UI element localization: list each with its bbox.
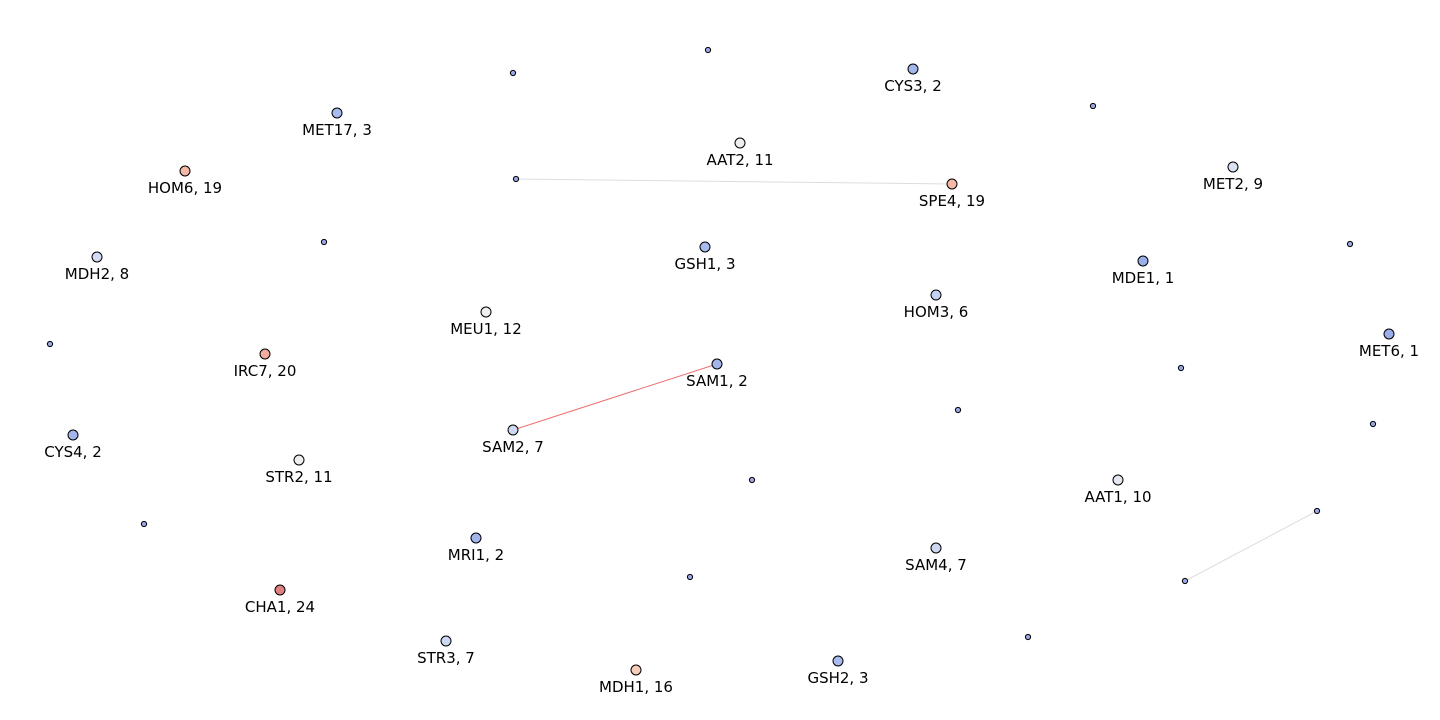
small-node[interactable] — [140, 520, 148, 528]
node-aat1[interactable] — [1112, 474, 1124, 486]
node-mri1[interactable] — [470, 532, 482, 544]
node-label-sam4: SAM4, 7 — [905, 556, 967, 574]
node-label-mdh1: MDH1, 16 — [599, 678, 673, 696]
node-label-sam1: SAM1, 2 — [686, 372, 748, 390]
node-mdh1[interactable] — [630, 664, 642, 676]
node-hom3[interactable] — [930, 289, 942, 301]
nodes-layer — [46, 46, 1395, 676]
node-label-mdh2: MDH2, 8 — [65, 265, 129, 283]
small-node[interactable] — [1177, 364, 1185, 372]
node-label-met17: MET17, 3 — [302, 121, 372, 139]
node-label-met2: MET2, 9 — [1203, 175, 1263, 193]
small-node[interactable] — [1024, 633, 1032, 641]
node-sam1[interactable] — [711, 358, 723, 370]
node-cys3[interactable] — [907, 63, 919, 75]
node-label-str3: STR3, 7 — [417, 649, 475, 667]
node-mdh2[interactable] — [91, 251, 103, 263]
node-met2[interactable] — [1227, 161, 1239, 173]
node-meu1[interactable] — [480, 306, 492, 318]
node-cha1[interactable] — [274, 584, 286, 596]
node-label-aat1: AAT1, 10 — [1084, 488, 1151, 506]
node-label-cys3: CYS3, 2 — [884, 77, 942, 95]
small-node[interactable] — [1346, 240, 1354, 248]
small-node[interactable] — [1181, 577, 1189, 585]
node-label-gsh2: GSH2, 3 — [807, 669, 868, 687]
node-met6[interactable] — [1383, 328, 1395, 340]
small-node[interactable] — [704, 46, 712, 54]
node-label-irc7: IRC7, 20 — [234, 362, 297, 380]
edge-s3-spe4 — [515, 178, 953, 185]
edge-sam2-sam1 — [512, 363, 718, 431]
node-label-cha1: CHA1, 24 — [245, 598, 315, 616]
small-node[interactable] — [686, 573, 694, 581]
node-label-mri1: MRI1, 2 — [448, 546, 504, 564]
node-met17[interactable] — [331, 107, 343, 119]
node-irc7[interactable] — [259, 348, 271, 360]
small-node[interactable] — [748, 476, 756, 484]
node-gsh2[interactable] — [832, 655, 844, 667]
node-gsh1[interactable] — [699, 241, 711, 253]
labels-layer: MET17, 3 HOM6, 19 MDH2, 8 IRC7, 20 CYS4, 2 ST… — [44, 77, 1419, 696]
node-hom6[interactable] — [179, 165, 191, 177]
node-label-spe4: SPE4, 19 — [919, 192, 985, 210]
node-label-meu1: MEU1, 12 — [450, 320, 522, 338]
small-node[interactable] — [512, 175, 520, 183]
node-label-aat2: AAT2, 11 — [706, 151, 773, 169]
node-label-hom3: HOM3, 6 — [904, 303, 969, 321]
node-aat2[interactable] — [734, 137, 746, 149]
small-node[interactable] — [46, 340, 54, 348]
node-label-sam2: SAM2, 7 — [482, 438, 544, 456]
small-node[interactable] — [509, 69, 517, 77]
node-label-hom6: HOM6, 19 — [148, 179, 222, 197]
node-spe4[interactable] — [946, 178, 958, 190]
small-node[interactable] — [1369, 420, 1377, 428]
node-str3[interactable] — [440, 635, 452, 647]
small-node[interactable] — [954, 406, 962, 414]
node-str2[interactable] — [293, 454, 305, 466]
edge-s14-s15 — [1184, 510, 1318, 582]
node-mde1[interactable] — [1137, 255, 1149, 267]
small-node[interactable] — [320, 238, 328, 246]
small-node[interactable] — [1313, 507, 1321, 515]
node-label-gsh1: GSH1, 3 — [674, 255, 735, 273]
node-sam4[interactable] — [930, 542, 942, 554]
node-label-met6: MET6, 1 — [1359, 342, 1419, 360]
node-label-str2: STR2, 11 — [265, 468, 332, 486]
node-label-mde1: MDE1, 1 — [1112, 269, 1175, 287]
small-node[interactable] — [1089, 102, 1097, 110]
node-label-cys4: CYS4, 2 — [44, 443, 102, 461]
edges-layer — [512, 178, 1318, 582]
node-cys4[interactable] — [67, 429, 79, 441]
node-sam2[interactable] — [507, 424, 519, 436]
